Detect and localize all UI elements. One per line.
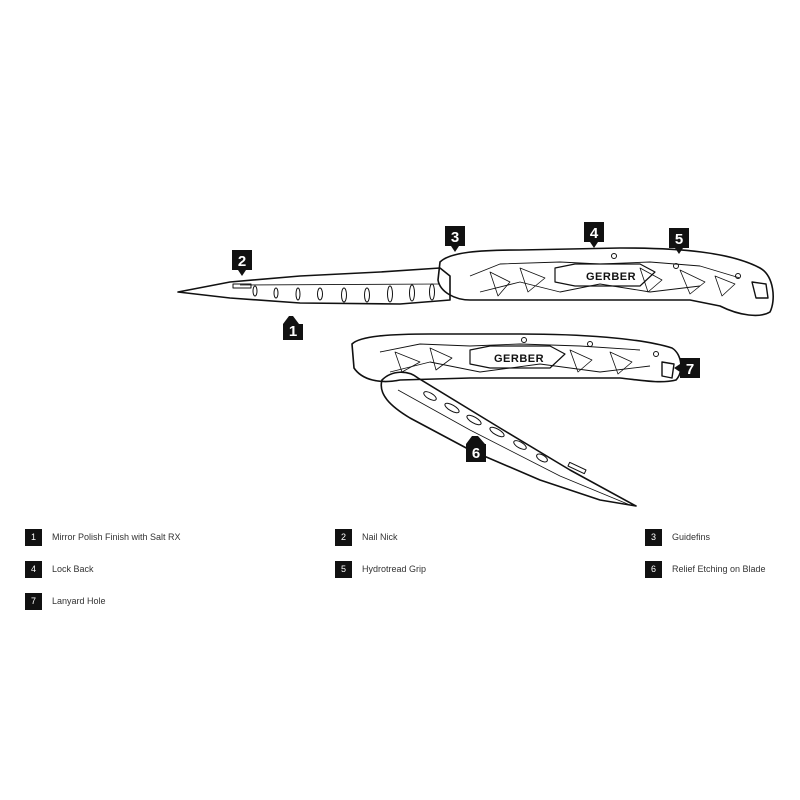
blade-grooves — [252, 283, 435, 303]
open-knife — [177, 247, 774, 317]
folded-knife-blade — [380, 371, 637, 507]
svg-text:2: 2 — [238, 253, 246, 270]
open-knife-lanyard-hole — [751, 281, 769, 299]
nail-nick — [232, 283, 252, 289]
callout-2: 2 — [232, 250, 252, 276]
folded-knife-lanyard-hole — [661, 361, 675, 379]
gerber-logo-top: GERBER — [586, 271, 636, 283]
svg-text:3: 3 — [451, 229, 459, 246]
svg-text:7: 7 — [686, 361, 694, 378]
callout-7: 7 — [674, 358, 700, 378]
open-knife-handle — [437, 247, 774, 317]
callout-6: 6 — [466, 436, 486, 462]
gerber-logo-bottom: GERBER — [494, 353, 544, 365]
folded-knife — [351, 333, 682, 507]
callout-5: 5 — [669, 228, 689, 254]
svg-text:4: 4 — [590, 225, 599, 242]
svg-text:5: 5 — [675, 231, 683, 248]
hydrotread-grip — [489, 267, 736, 297]
folded-knife-handle — [351, 333, 682, 383]
open-knife-blade — [177, 267, 451, 305]
callout-3: 3 — [445, 226, 465, 252]
svg-text:6: 6 — [472, 445, 480, 462]
svg-text:1: 1 — [289, 323, 297, 340]
callout-1: 1 — [283, 316, 303, 340]
callout-4: 4 — [584, 222, 604, 248]
